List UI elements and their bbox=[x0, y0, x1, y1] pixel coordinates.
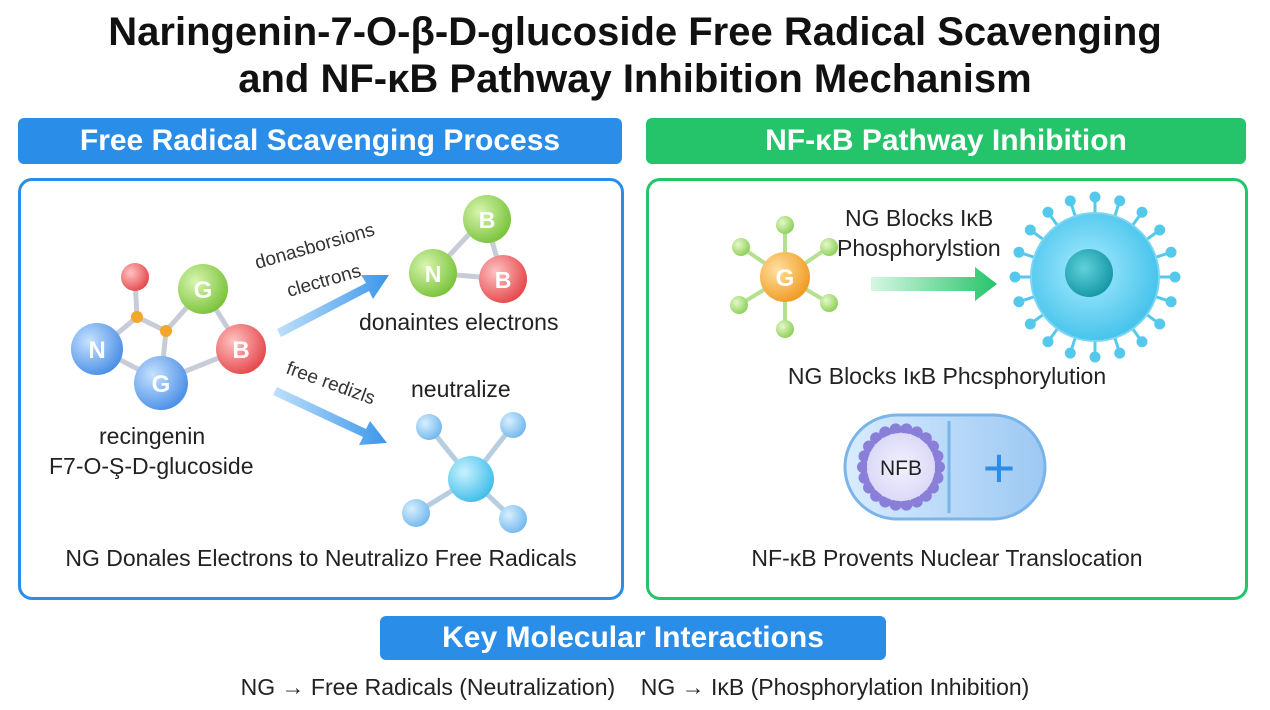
donated-atom-b-right-label: B bbox=[495, 267, 512, 293]
ng-side-node bbox=[820, 238, 838, 256]
atom-n: N bbox=[71, 323, 123, 375]
cell-spike-tip bbox=[1165, 246, 1177, 258]
cell-spike-tip bbox=[1154, 224, 1166, 236]
atom-g-top: G bbox=[178, 264, 228, 314]
cell-nucleus bbox=[1065, 249, 1113, 297]
atom-b-left-label: B bbox=[232, 337, 249, 364]
block-label-line-2: Phosphorylstion bbox=[837, 235, 1001, 261]
left-panel-caption: NG Donales Electrons to Neutralizo Free … bbox=[65, 545, 577, 571]
nfb-dot bbox=[889, 498, 902, 511]
nfkb-panel: G NFB + NG Blocks IκB Phosphorylstion NG… bbox=[646, 178, 1248, 600]
nfb-dot bbox=[889, 423, 902, 436]
block-caption: NG Blocks IκB Phcsphorylution bbox=[787, 363, 1107, 389]
ng-side-node bbox=[776, 320, 794, 338]
cell-spike-tip bbox=[1024, 318, 1036, 330]
ng-side-node bbox=[820, 294, 838, 312]
atom-n-label: N bbox=[88, 337, 105, 364]
diagram-title-line-2: and NF-κB Pathway Inhibition Mechanism bbox=[238, 57, 1032, 101]
ng-atom-g-label: G bbox=[776, 265, 795, 292]
radical-node bbox=[499, 505, 527, 533]
cell-spike-tip bbox=[1136, 336, 1148, 348]
cell-spike-tip bbox=[1089, 191, 1101, 203]
cell-spike-tip bbox=[1042, 206, 1054, 218]
nfb-dot bbox=[858, 471, 871, 484]
plus-icon: + bbox=[983, 436, 1016, 499]
nfb-complex bbox=[867, 433, 935, 501]
nfb-dot bbox=[931, 450, 944, 463]
radical-node bbox=[500, 412, 526, 438]
oxygen-atom bbox=[121, 263, 149, 291]
nfkb-illustration: G NFB + bbox=[730, 191, 1181, 521]
block-arrow bbox=[871, 267, 997, 301]
cell-spike-tip bbox=[1042, 336, 1054, 348]
nfb-dot bbox=[879, 495, 892, 508]
cell-spike-tip bbox=[1114, 347, 1126, 359]
ng-side-node bbox=[776, 216, 794, 234]
cell-spike-tip bbox=[1009, 271, 1021, 283]
nfb-dot bbox=[910, 495, 923, 508]
nfb-dot bbox=[900, 498, 913, 511]
atom-g-bottom-label: G bbox=[152, 371, 171, 398]
nfb-dot bbox=[931, 471, 944, 484]
atom-b-left: B bbox=[216, 324, 266, 374]
molecule-name-line-1: recingenin bbox=[99, 423, 206, 449]
nfb-dot bbox=[933, 461, 945, 473]
junction-dot bbox=[131, 311, 143, 323]
nfb-dot bbox=[910, 426, 923, 439]
key-interactions-header: Key Molecular Interactions bbox=[380, 616, 886, 660]
cell-icon bbox=[1009, 191, 1181, 363]
donate-arrow bbox=[277, 275, 389, 337]
nfb-dot bbox=[900, 423, 913, 436]
donated-atom-b-top: B bbox=[463, 195, 511, 243]
ng-side-node bbox=[730, 296, 748, 314]
cell-spike-tip bbox=[1064, 347, 1076, 359]
molecule-name-line-2: F7-O-Ş-D-glucoside bbox=[49, 453, 254, 479]
donated-atom-n-label: N bbox=[425, 261, 442, 287]
left-panel-header: Free Radical Scavenging Process bbox=[18, 118, 622, 164]
cell-spike-tip bbox=[1013, 296, 1025, 308]
cell-spike-tip bbox=[1154, 318, 1166, 330]
free-radical-panel: G N B G B bbox=[18, 178, 624, 600]
cell-spike-tip bbox=[1169, 271, 1181, 283]
nfb-dot bbox=[857, 461, 869, 473]
diagram-title-line-1: Naringenin-7-O-β-D-glucoside Free Radica… bbox=[108, 10, 1162, 54]
ng-side-node bbox=[732, 238, 750, 256]
nfb-capsule: NFB + bbox=[843, 413, 1047, 521]
nfb-dot bbox=[858, 450, 871, 463]
radical-node bbox=[402, 499, 430, 527]
cell-spike-tip bbox=[1064, 195, 1076, 207]
nfb-label: NFB bbox=[880, 457, 922, 480]
radical-arrow bbox=[273, 387, 387, 445]
nfb-dot bbox=[879, 426, 892, 439]
cell-spike-tip bbox=[1136, 206, 1148, 218]
right-panel-caption: NF-κB Provents Nuclear Translocation bbox=[751, 545, 1143, 571]
atom-g-bottom: G bbox=[134, 356, 188, 410]
donated-atom-b-top-label: B bbox=[479, 207, 496, 233]
junction-dot bbox=[160, 325, 172, 337]
block-label-line-1: NG Blocks IκB bbox=[845, 205, 994, 231]
donated-electrons-label: donaintes electrons bbox=[359, 309, 559, 335]
right-panel-header: NF-κB Pathway Inhibition bbox=[646, 118, 1246, 164]
cell-spike-tip bbox=[1013, 246, 1025, 258]
cell-spike-tip bbox=[1089, 351, 1101, 363]
atom-g-top-label: G bbox=[194, 277, 213, 304]
cell-spike-tip bbox=[1024, 224, 1036, 236]
radical-node bbox=[416, 414, 442, 440]
cell-spike-tip bbox=[1114, 195, 1126, 207]
key-interactions-text: NG → Free Radicals (Neutralization) NG →… bbox=[240, 674, 1030, 700]
neutralize-label: neutralize bbox=[411, 376, 511, 402]
cell-spike-tip bbox=[1165, 296, 1177, 308]
radical-center-node bbox=[448, 456, 494, 502]
free-radical-illustration: G N B G B bbox=[71, 195, 527, 533]
ng-atom-g: G bbox=[760, 252, 810, 302]
donated-atom-n: N bbox=[409, 249, 457, 297]
donated-atom-b-right: B bbox=[479, 255, 527, 303]
